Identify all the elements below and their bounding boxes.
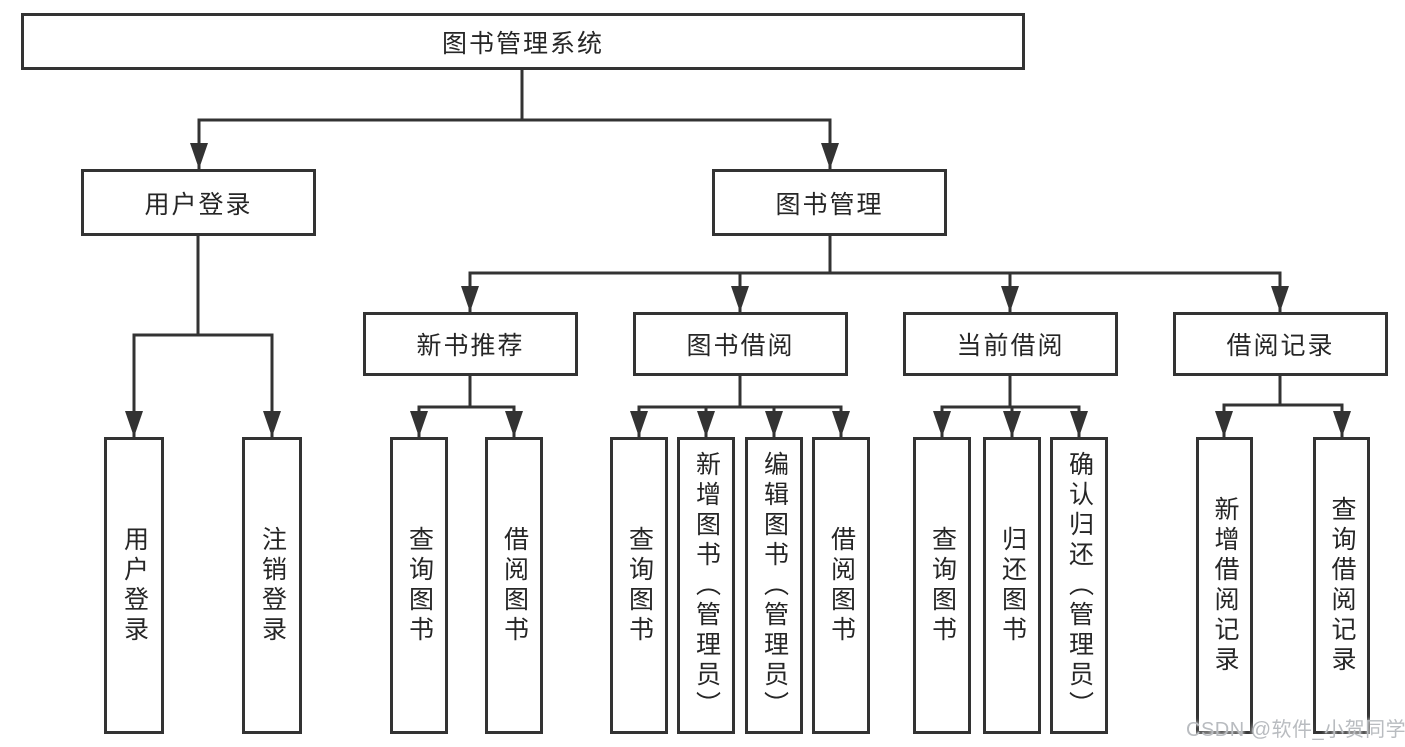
node-leaf-logout: 注销登录 <box>242 437 302 734</box>
node-leaf-return-books: 归还图书 <box>983 437 1041 734</box>
node-borrowing-records: 借阅记录 <box>1173 312 1388 376</box>
node-leaf-query-books-current: 查询图书 <box>913 437 971 734</box>
node-user-login: 用户登录 <box>81 169 316 236</box>
node-book-management: 图书管理 <box>712 169 947 236</box>
node-leaf-confirm-return-admin: 确认归还（管理员） <box>1050 437 1108 734</box>
node-current-borrowing: 当前借阅 <box>903 312 1118 376</box>
edge-new-book-to-children <box>410 374 523 439</box>
node-leaf-query-books-recommend: 查询图书 <box>390 437 448 734</box>
node-leaf-add-books-admin: 新增图书（管理员） <box>677 437 735 734</box>
csdn-watermark: CSDN @软件_小贺同学 <box>1186 719 1405 741</box>
edge-current-borrow-to-children <box>933 374 1088 439</box>
node-leaf-query-borrow-record: 查询借阅记录 <box>1313 437 1370 734</box>
node-leaf-borrow-books-recommend: 借阅图书 <box>485 437 543 734</box>
node-leaf-edit-books-admin: 编辑图书（管理员） <box>745 437 803 734</box>
node-leaf-add-borrow-record: 新增借阅记录 <box>1196 437 1253 734</box>
edge-root-to-level2 <box>190 68 839 171</box>
node-leaf-user-login: 用户登录 <box>104 437 164 734</box>
node-new-book-recommend: 新书推荐 <box>363 312 578 376</box>
edge-user-login-to-children <box>125 234 281 439</box>
node-leaf-query-books-borrow: 查询图书 <box>610 437 668 734</box>
node-library-management-system: 图书管理系统 <box>21 13 1025 70</box>
edge-book-management-to-level3 <box>461 234 1289 314</box>
edge-borrow-record-to-children <box>1215 374 1351 439</box>
node-book-borrowing: 图书借阅 <box>633 312 848 376</box>
node-leaf-borrow-books: 借阅图书 <box>812 437 870 734</box>
edge-book-borrow-to-children <box>630 374 850 439</box>
